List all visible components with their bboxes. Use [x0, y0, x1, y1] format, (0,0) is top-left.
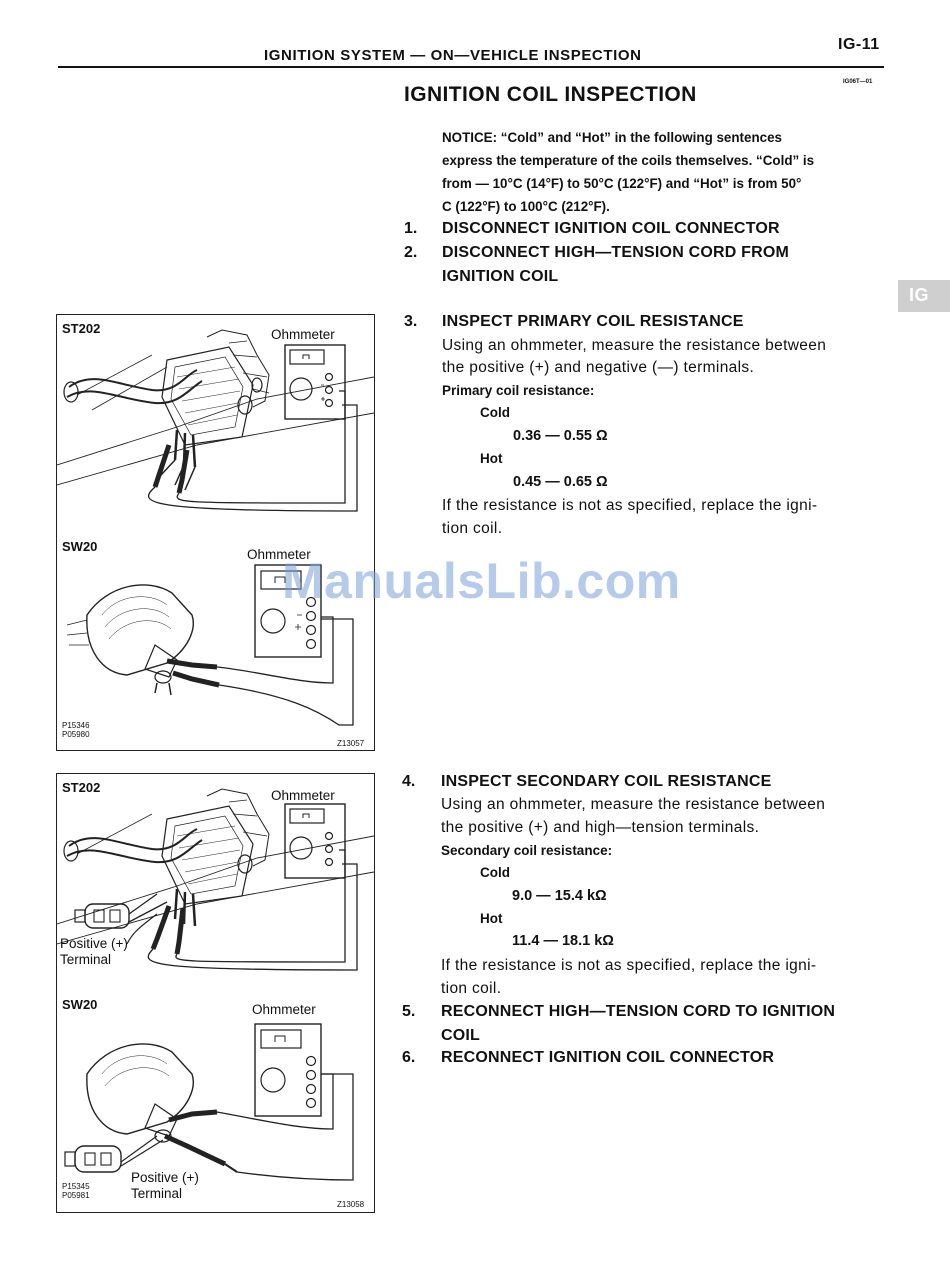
figure-primary-coil: ST202 Ohmmeter SW20 Ohmmeter P15346 P059…	[56, 314, 375, 751]
notice-line-1: NOTICE: “Cold” and “Hot” in the followin…	[442, 130, 782, 145]
figure-2-ohmmeter-label-a: Ohmmeter	[271, 788, 335, 803]
step-6-heading: RECONNECT IGNITION COIL CONNECTOR	[441, 1049, 775, 1066]
section-tab: IG	[898, 280, 950, 312]
step-1-heading: DISCONNECT IGNITION COIL CONNECTOR	[442, 220, 780, 237]
notice-line-3: from — 10°C (14°F) to 50°C (122°F) and “…	[442, 176, 802, 191]
step-2-heading: DISCONNECT HIGH—TENSION CORD FROM	[442, 244, 790, 261]
step-3-cold-label: Cold	[480, 405, 510, 420]
step-3-cold-value: 0.36 — 0.55 Ω	[513, 428, 608, 444]
step-4-note-1: If the resistance is not as specified, r…	[441, 957, 817, 974]
figure-2-ohmmeter-label-b: Ohmmeter	[252, 1002, 316, 1017]
step-3-hot-value: 0.45 — 0.65 Ω	[513, 474, 608, 490]
step-4-cold-label: Cold	[480, 865, 510, 880]
step-3-spec-title: Primary coil resistance:	[442, 383, 595, 398]
step-3-number: 3.	[404, 313, 418, 330]
step-3-hot-label: Hot	[480, 451, 503, 466]
figure-1-ohmmeter-label-a: Ohmmeter	[271, 327, 335, 342]
step-3-body-1: Using an ohmmeter, measure the resistanc…	[442, 337, 827, 354]
section-tab-label: IG	[909, 285, 930, 305]
figure-2-positive-label-a: Positive (+)	[60, 936, 128, 951]
step-4-number: 4.	[402, 773, 416, 790]
watermark: ManualsLib.com	[282, 553, 681, 609]
figure-2-fig-code: Z13058	[337, 1200, 365, 1209]
doc-code: IG06T—01	[843, 79, 873, 85]
step-5-number: 5.	[402, 1003, 416, 1020]
figure-1-ohmmeter-label-b: Ohmmeter	[247, 547, 311, 562]
step-3-heading: INSPECT PRIMARY COIL RESISTANCE	[442, 313, 744, 330]
page-number: IG-11	[838, 36, 880, 53]
step-2-heading-cont: IGNITION COIL	[442, 268, 559, 285]
header-rule	[58, 66, 884, 68]
running-head: IGNITION SYSTEM — ON—VEHICLE INSPECTION	[264, 47, 642, 64]
figure-primary-coil-drawing	[57, 329, 374, 726]
step-2-number: 2.	[404, 244, 418, 261]
step-4-heading: INSPECT SECONDARY COIL RESISTANCE	[441, 773, 772, 790]
step-4-body-1: Using an ohmmeter, measure the resistanc…	[441, 796, 826, 813]
figure-2-model-sw20: SW20	[62, 997, 98, 1012]
step-3-note-2: tion coil.	[442, 520, 503, 537]
step-4-note-2: tion coil.	[441, 980, 502, 997]
step-1-number: 1.	[404, 220, 418, 237]
figure-2-terminal-label-b: Terminal	[131, 1186, 183, 1201]
notice-line-2: express the temperature of the coils the…	[442, 153, 815, 168]
figure-secondary-coil: ST202 Ohmmeter Positive (+) Terminal SW2…	[56, 773, 375, 1213]
notice-line-4: C (122°F) to 100°C (212°F).	[442, 199, 610, 214]
step-4-body-2: the positive (+) and high—tension termin…	[441, 819, 760, 836]
step-4-hot-value: 11.4 — 18.1 kΩ	[512, 933, 614, 949]
page-title: IGNITION COIL INSPECTION	[404, 83, 697, 106]
figure-1-fig-code: Z13057	[337, 739, 365, 748]
figure-2-terminal-label-a: Terminal	[60, 952, 112, 967]
step-3-body-2: the positive (+) and negative (—) termin…	[442, 359, 755, 376]
step-6-number: 6.	[402, 1049, 416, 1066]
figure-2-ref-code-1: P15345	[62, 1182, 90, 1191]
figure-secondary-coil-drawing	[57, 788, 374, 1181]
figure-2-ref-code-2: P05981	[62, 1191, 90, 1200]
step-5-heading: RECONNECT HIGH—TENSION CORD TO IGNITION	[441, 1003, 836, 1020]
step-4-hot-label: Hot	[480, 911, 503, 926]
figure-1-model-sw20: SW20	[62, 539, 98, 554]
step-5-heading-cont: COIL	[441, 1027, 481, 1044]
step-3-note-1: If the resistance is not as specified, r…	[442, 497, 818, 514]
figure-2-positive-label-b: Positive (+)	[131, 1170, 199, 1185]
figure-1-ref-code-2: P05980	[62, 730, 90, 739]
figure-1-model-st202: ST202	[62, 321, 101, 336]
step-4-cold-value: 9.0 — 15.4 kΩ	[512, 888, 607, 904]
figure-1-ref-code-1: P15346	[62, 721, 90, 730]
step-4-spec-title: Secondary coil resistance:	[441, 843, 613, 858]
figure-2-model-st202: ST202	[62, 780, 101, 795]
